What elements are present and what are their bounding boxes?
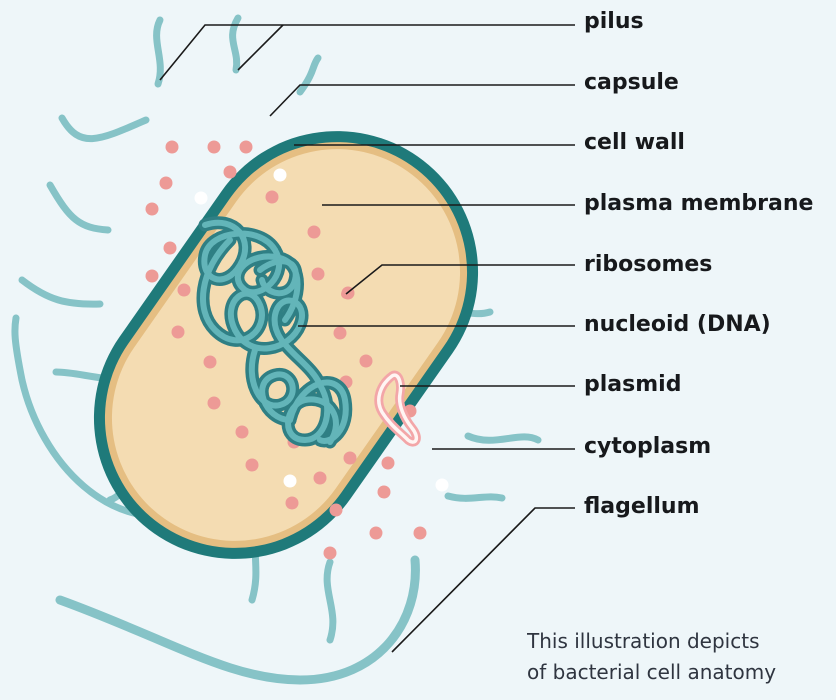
pilus-strand [448,496,502,498]
leader-line-pilus [160,25,575,80]
ribosome-dot [266,191,279,204]
ribosome-dot [246,459,259,472]
pilus-strand [22,280,100,304]
ribosome-dot [240,141,253,154]
label-cell-wall: cell wall [584,130,685,156]
ribosome-dot [224,166,237,179]
ribosome-dot [334,327,347,340]
label-ribosomes: ribosomes [584,252,712,278]
ribosome-dot [414,527,427,540]
ribosome-dot [236,426,249,439]
pilus-strand [62,118,146,139]
granule-dot [284,475,297,488]
ribosome-dot [166,141,179,154]
ribosome-dot [178,284,191,297]
granule-dot [195,192,208,205]
ribosome-dot [172,326,185,339]
ribosome-dot [382,457,395,470]
leader-line-pilus-2 [238,25,283,70]
ribosome-dot [146,203,159,216]
pilus-strand [157,20,161,84]
ribosome-dot [312,268,325,281]
caption-text: This illustration depicts of bacterial c… [527,626,836,688]
label-nucleoid: nucleoid (DNA) [584,312,771,338]
leader-line-capsule [270,85,575,116]
granule-dot [436,479,449,492]
ribosome-dot [160,177,173,190]
pilus-strand [300,58,318,92]
flagellum-strand [60,560,415,680]
ribosome-dot [308,226,321,239]
ribosome-dot [286,497,299,510]
label-flagellum: flagellum [584,494,700,520]
ribosome-dot [330,504,343,517]
label-cytoplasm: cytoplasm [584,434,711,460]
ribosome-dot [324,547,337,560]
pilus-strand [468,436,538,440]
label-pilus: pilus [584,9,644,35]
ribosome-dot [164,242,177,255]
granule-dot [274,169,287,182]
pilus-strand [50,185,108,230]
ribosome-dot [208,141,221,154]
label-plasma-membrane: plasma membrane [584,191,813,217]
ribosome-dot [370,527,383,540]
pilus-strand [327,562,333,640]
caption-line-1: This illustration depicts [527,626,836,657]
caption-line-2: of bacterial cell anatomy [527,657,836,688]
ribosome-dot [146,270,159,283]
label-plasmid: plasmid [584,372,681,398]
ribosome-dot [314,472,327,485]
ribosome-dot [208,397,221,410]
ribosome-dot [378,486,391,499]
ribosome-dot [204,356,217,369]
ribosome-dot [360,355,373,368]
ribosome-dot [344,452,357,465]
label-capsule: capsule [584,70,679,96]
